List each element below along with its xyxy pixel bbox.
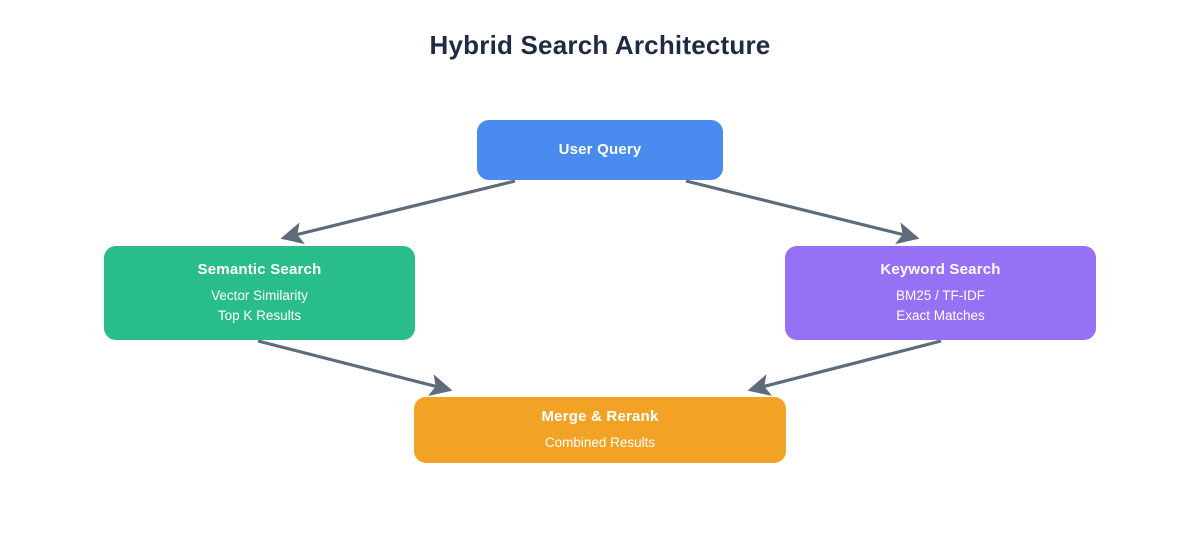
node-keyword-search-subtitle: BM25 / TF-IDF Exact Matches <box>896 286 985 324</box>
node-semantic-search[interactable]: Semantic Search Vector Similarity Top K … <box>104 246 415 340</box>
node-merge-rerank-title: Merge & Rerank <box>541 407 659 425</box>
edge-semantic-search-to-merge-rerank <box>257 339 453 396</box>
node-keyword-search-subtitle-line-1: BM25 / TF-IDF <box>895 288 985 304</box>
edge-user-query-to-semantic-search <box>280 179 516 245</box>
node-keyword-search-subtitle-line-2: Exact Matches <box>896 307 985 323</box>
node-merge-rerank-subtitle-line-1: Combined Results <box>544 434 656 450</box>
node-semantic-search-subtitle: Vector Similarity Top K Results <box>211 286 308 324</box>
node-semantic-search-title: Semantic Search <box>197 261 322 279</box>
page-title: Hybrid Search Architecture <box>429 30 771 60</box>
node-user-query-title: User Query <box>558 141 642 158</box>
node-user-query[interactable]: User Query <box>477 120 723 180</box>
node-merge-rerank-subtitle: Combined Results <box>545 433 655 452</box>
node-merge-rerank[interactable]: Merge & Rerank Combined Results <box>414 397 786 463</box>
edge-user-query-to-keyword-search <box>685 179 920 245</box>
edge-keyword-search-to-merge-rerank <box>747 339 942 396</box>
node-semantic-search-subtitle-line-1: Vector Similarity <box>211 288 308 304</box>
node-semantic-search-subtitle-line-2: Top K Results <box>217 307 302 323</box>
node-keyword-search-title: Keyword Search <box>880 261 1001 279</box>
node-keyword-search[interactable]: Keyword Search BM25 / TF-IDF Exact Match… <box>785 246 1096 340</box>
